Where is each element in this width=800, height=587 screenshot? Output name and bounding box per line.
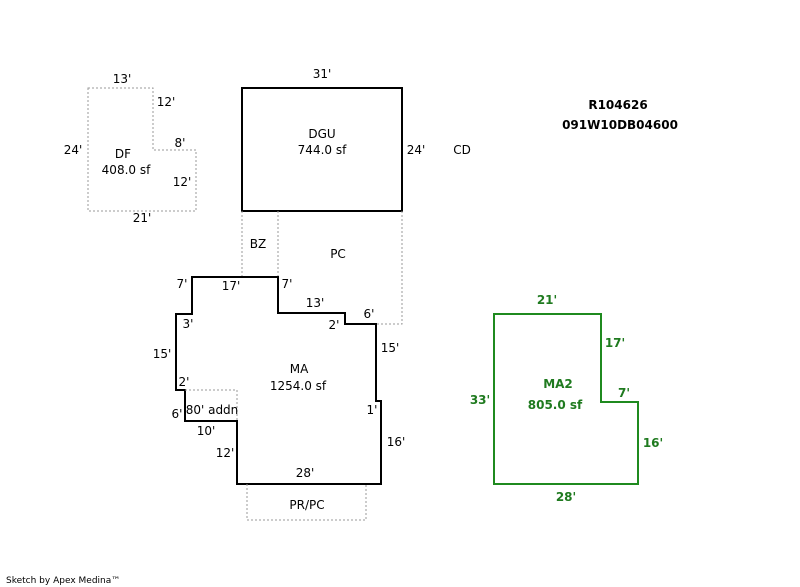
ma2-dim-top: 21' bbox=[537, 293, 557, 307]
ma-dim-right-lower: 16' bbox=[387, 435, 406, 449]
df-dim-notch-top: 8' bbox=[175, 136, 186, 150]
df-dim-top: 13' bbox=[113, 72, 132, 86]
bz-outline bbox=[241, 211, 279, 277]
df-label: DF bbox=[115, 147, 131, 161]
dgu-dim-top: 31' bbox=[313, 67, 332, 81]
addn-label: 80' addn bbox=[186, 403, 239, 417]
ma-dim-left: 15' bbox=[153, 347, 172, 361]
ma-dim-addn-bottom: 10' bbox=[197, 424, 216, 438]
ma-dim-left-step: 7' bbox=[177, 277, 188, 291]
dgu-label: DGU bbox=[308, 127, 335, 141]
ma-dim-bottom: 28' bbox=[296, 466, 315, 480]
ma-label: MA bbox=[290, 362, 309, 376]
df-dim-bottom: 21' bbox=[133, 211, 152, 225]
dgu-dim-right: 24' bbox=[407, 143, 426, 157]
ma2-dim-right-lower: 16' bbox=[643, 436, 663, 450]
df-dim-left: 24' bbox=[64, 143, 83, 157]
ma-dim-left-lower: 12' bbox=[216, 446, 235, 460]
ma-dim-upper-step: 13' bbox=[306, 296, 325, 310]
df-area: 408.0 sf bbox=[102, 163, 151, 177]
ma-dim-small-step: 2' bbox=[329, 318, 340, 332]
footer-credit: Sketch by Apex Medina™ bbox=[6, 576, 120, 586]
dgu-outline bbox=[241, 87, 403, 212]
prpc-label: PR/PC bbox=[289, 498, 324, 512]
cd-label: CD bbox=[453, 143, 471, 157]
map-number: 091W10DB04600 bbox=[562, 118, 678, 132]
ma-dim-right: 15' bbox=[381, 341, 400, 355]
ma-dim-left-lower-step: 2' bbox=[179, 375, 190, 389]
ma2-dim-left: 33' bbox=[470, 393, 490, 407]
ma2-area: 805.0 sf bbox=[528, 398, 583, 412]
ma2-dim-right-upper: 17' bbox=[605, 336, 625, 350]
ma2-label: MA2 bbox=[543, 377, 573, 391]
df-dim-notch-side: 12' bbox=[157, 95, 176, 109]
ma-dim-top-right-step: 7' bbox=[282, 277, 293, 291]
df-dim-right: 12' bbox=[173, 175, 192, 189]
ma-dim-addn-side: 6' bbox=[172, 407, 183, 421]
ma-dim-right-step: 6' bbox=[364, 307, 375, 321]
ma-dim-left-upper: 3' bbox=[183, 317, 194, 331]
pc-outline bbox=[376, 211, 403, 325]
ma-outline bbox=[175, 276, 382, 485]
pc-label: PC bbox=[330, 247, 346, 261]
dgu-area: 744.0 sf bbox=[298, 143, 347, 157]
parcel-id: R104626 bbox=[588, 98, 647, 112]
ma2-outline bbox=[493, 313, 639, 485]
ma-dim-top: 17' bbox=[222, 279, 241, 293]
prpc-outline bbox=[246, 484, 367, 521]
addn-outline bbox=[185, 389, 238, 421]
ma2-dim-bottom: 28' bbox=[556, 490, 576, 504]
ma-dim-right-jog: 1' bbox=[367, 403, 378, 417]
bz-label: BZ bbox=[250, 237, 266, 251]
df-outline bbox=[87, 87, 197, 212]
ma2-dim-step: 7' bbox=[618, 386, 630, 400]
ma-area: 1254.0 sf bbox=[270, 379, 327, 393]
